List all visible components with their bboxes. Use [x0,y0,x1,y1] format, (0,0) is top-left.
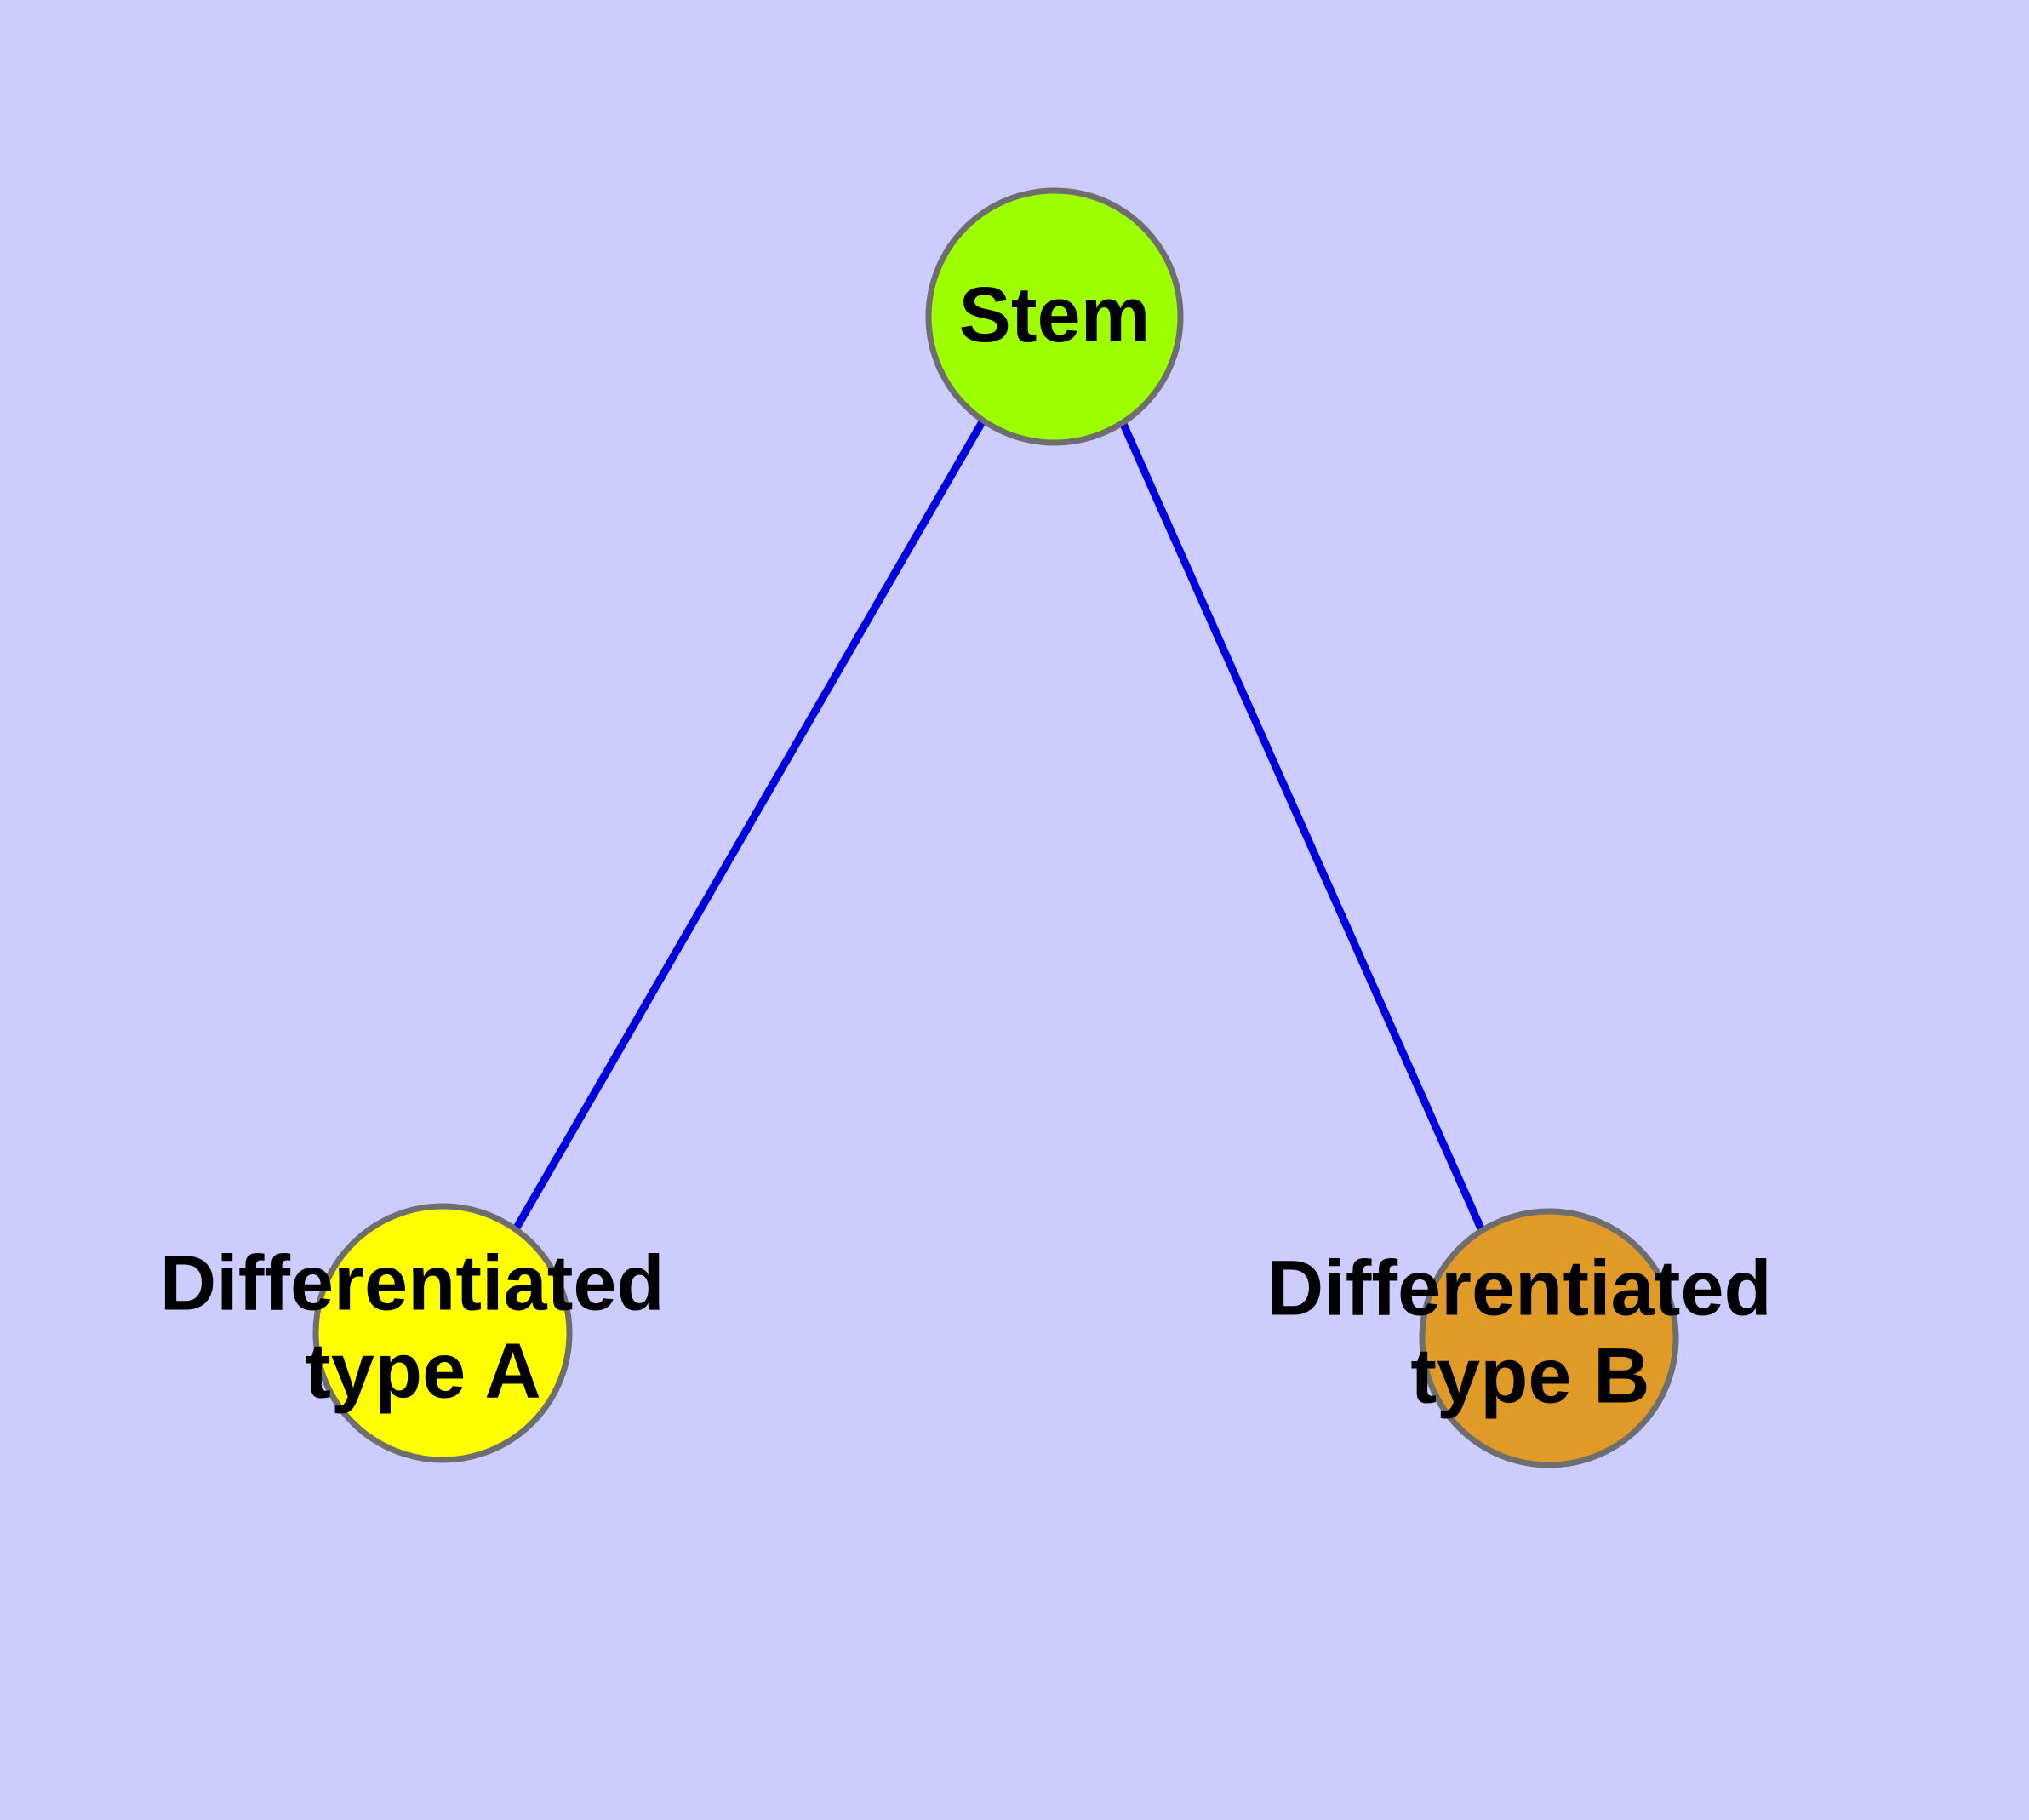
node-differentiated-type-a-label-line1: Differentiated [160,1240,665,1327]
edge-stem-to-differentiated-type-b [1118,421,1485,1230]
edge-layer [512,418,1485,1232]
node-differentiated-type-a-circle[interactable] [312,1203,573,1463]
node-differentiated-type-a-label: Differentiated type A [160,1240,687,1415]
node-stem-label-line1: Stem [959,272,1151,358]
edge-stem-to-differentiated-type-a [512,418,986,1232]
node-differentiated-type-a[interactable]: Differentiated type A [160,1203,687,1463]
node-layer: Stem Differentiated type A Differentiate… [160,187,1794,1468]
node-differentiated-type-b-circle[interactable] [1419,1208,1679,1468]
node-stem-label: Stem [959,272,1151,358]
node-stem-circle[interactable] [925,187,1184,446]
node-differentiated-type-b-label-line1: Differentiated [1267,1245,1772,1332]
node-differentiated-type-a-label-line2: type A [305,1328,541,1415]
node-differentiated-type-b-label: Differentiated type B [1267,1245,1794,1420]
node-stem[interactable]: Stem [925,187,1184,446]
node-differentiated-type-b[interactable]: Differentiated type B [1267,1208,1794,1468]
node-differentiated-type-b-label-line2: type B [1410,1333,1649,1420]
